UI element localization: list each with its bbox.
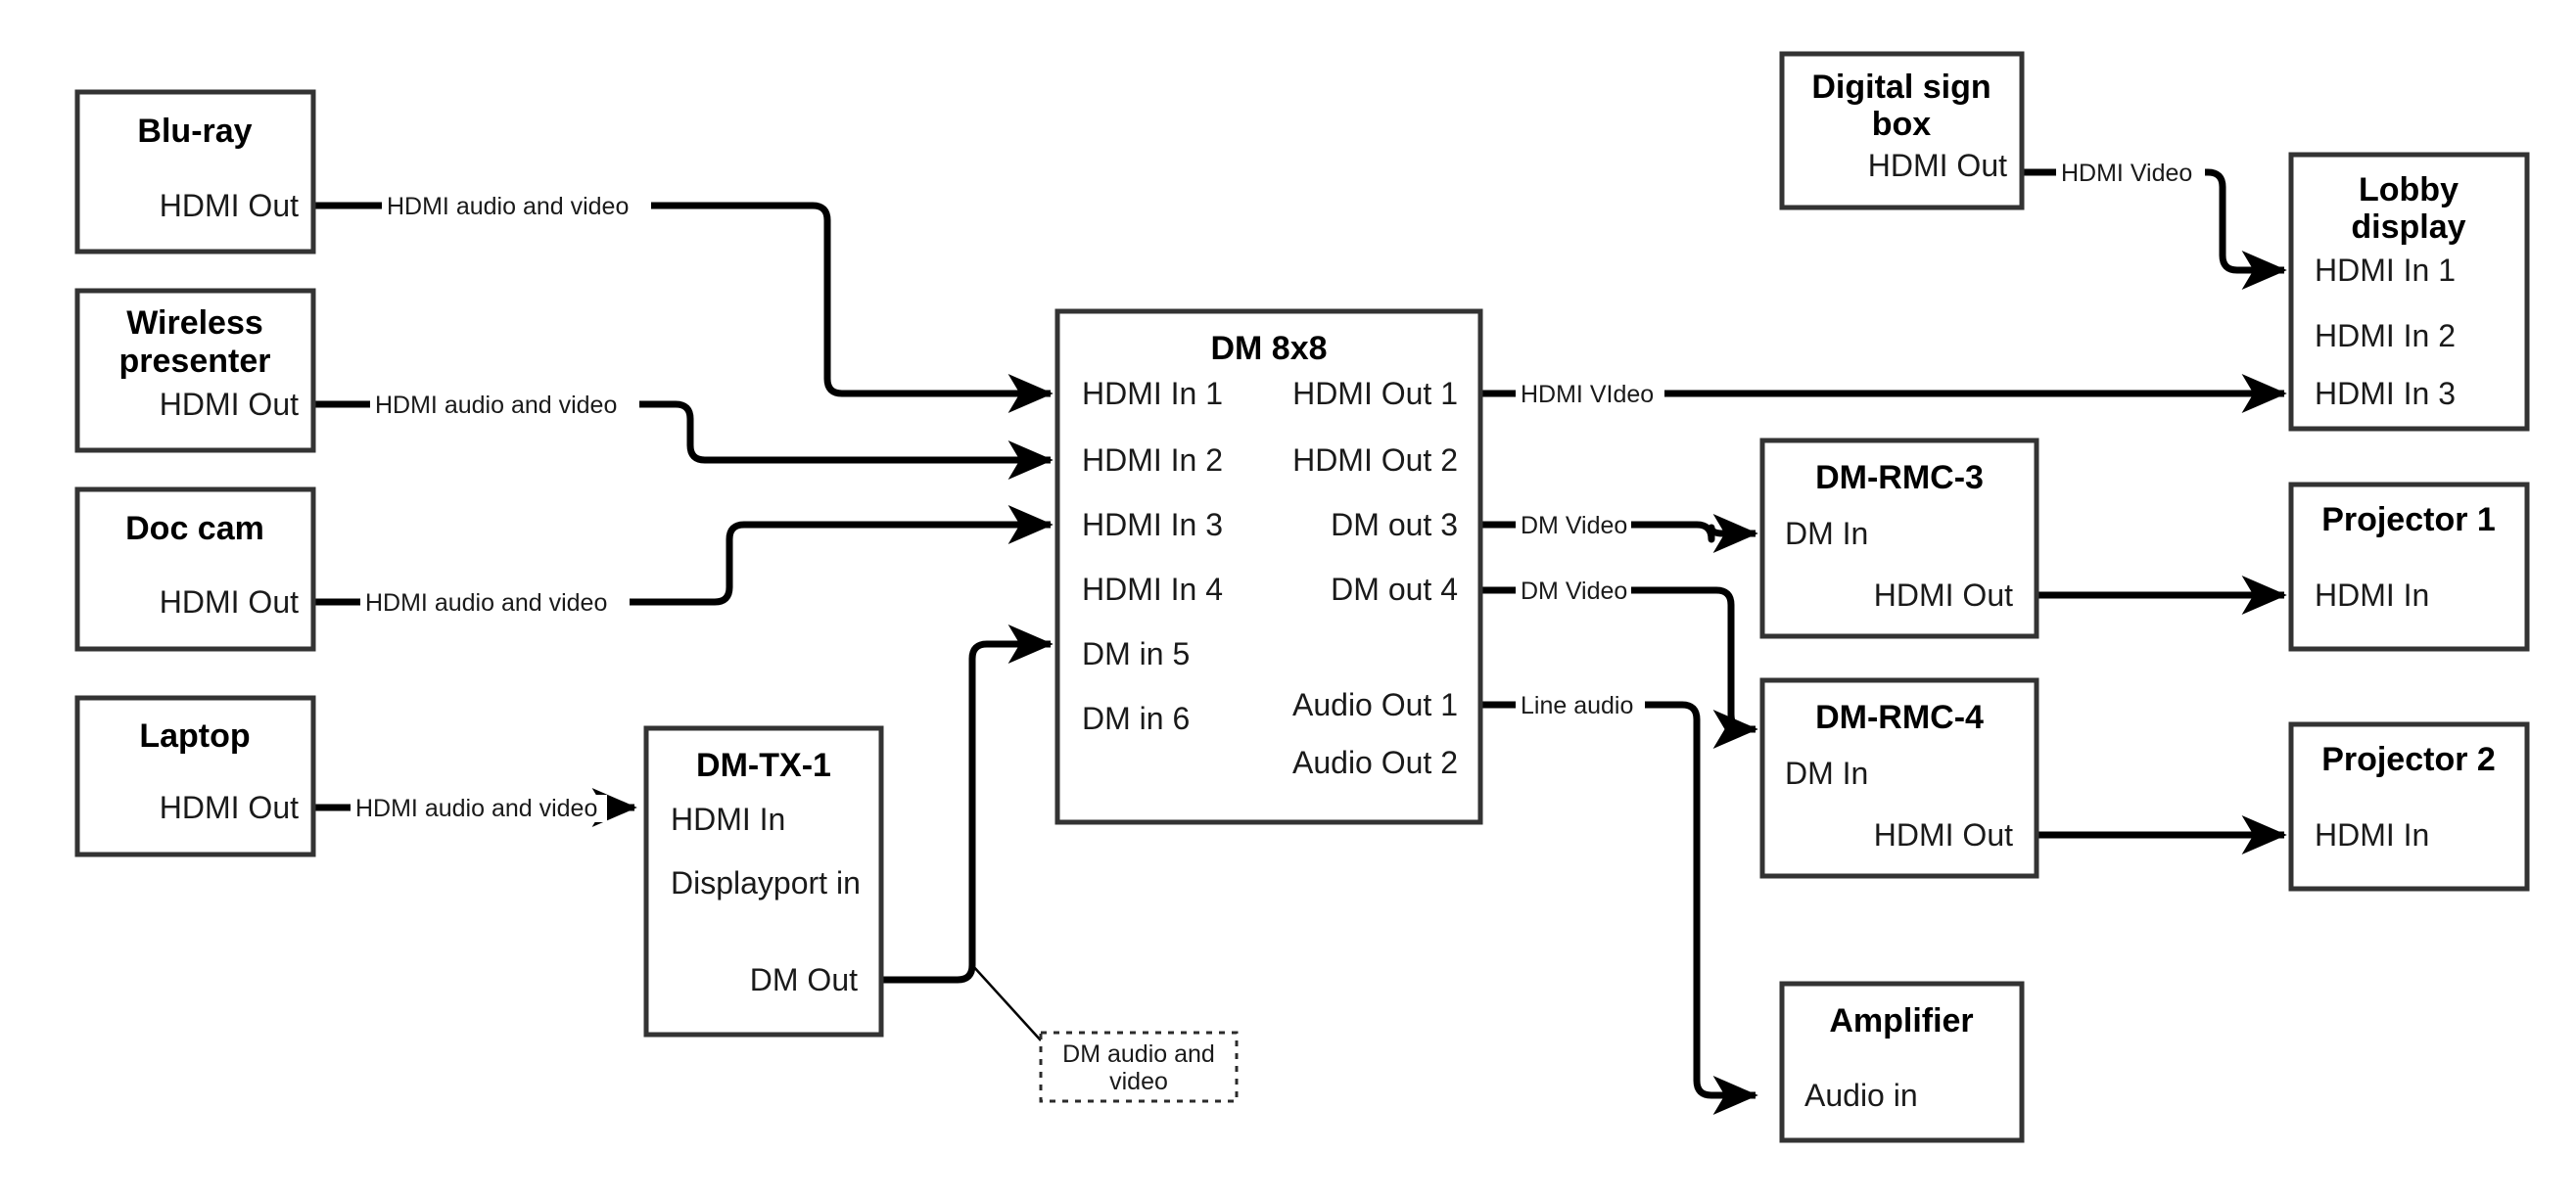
node-projector-1-title: Projector 1 — [2321, 501, 2496, 538]
node-dm-rmc-4-title: DM-RMC-4 — [1815, 699, 1984, 736]
edge-label-doccam: HDMI audio and video — [365, 589, 607, 617]
node-wireless-presenter-title-line2: presenter — [119, 343, 271, 380]
port-digital-sign-box-hdmi-out: HDMI Out — [1868, 148, 2007, 183]
port-projector-1-hdmi-in: HDMI In — [2315, 577, 2429, 613]
link-sign-to-lobby: HDMI Video — [2022, 160, 2287, 290]
port-projector-2-hdmi-in: HDMI In — [2315, 817, 2429, 853]
link-dm8x8-audioout1-to-amplifier: Line audio — [1480, 692, 1758, 1115]
node-dm-tx-1[interactable]: DM-TX-1 HDMI In Displayport in DM Out — [643, 725, 884, 1038]
edge-label-sign-hdmi-video: HDMI Video — [2061, 160, 2192, 187]
port-doc-cam-hdmi-out: HDMI Out — [160, 584, 299, 620]
node-lobby-display-title-line1: Lobby — [2359, 171, 2459, 208]
callout-dm-audio-and-video-line1: DM audio and — [1062, 1040, 1215, 1068]
port-blu-ray-hdmi-out: HDMI Out — [160, 188, 299, 223]
link-doccam-to-dm8x8: HDMI audio and video — [313, 505, 1054, 617]
edge-label-dm-video-4: DM Video — [1521, 577, 1627, 605]
port-dm-tx-1-hdmi-in: HDMI In — [671, 802, 785, 837]
node-dm-rmc-3-rect[interactable] — [1759, 438, 2039, 639]
node-projector-1[interactable]: Projector 1 HDMI In — [2288, 482, 2530, 652]
node-wireless-presenter-rect[interactable] — [74, 288, 316, 453]
port-dm-8x8-dm-out-4: DM out 4 — [1331, 572, 1458, 607]
node-dm-rmc-4-rect[interactable] — [1759, 677, 2039, 879]
link-dmtx1-to-dm8x8 — [881, 624, 1054, 984]
node-lobby-display-rect[interactable] — [2288, 152, 2530, 432]
link-wireless-to-dm8x8: HDMI audio and video — [313, 392, 1054, 480]
port-dm-8x8-hdmi-in-3: HDMI In 3 — [1082, 507, 1223, 542]
link-bluray-to-dm8x8: HDMI audio and video HDMI audio and vide… — [313, 192, 1054, 413]
node-digital-sign-box[interactable]: Digital sign box HDMI Out — [1779, 51, 2025, 210]
port-lobby-display-hdmi-in-3: HDMI In 3 — [2315, 376, 2456, 411]
port-dm-rmc-4-hdmi-out: HDMI Out — [1874, 817, 2013, 853]
node-amplifier-title: Amplifier — [1829, 1002, 1973, 1039]
node-digital-sign-box-title-line2: box — [1872, 106, 1932, 143]
node-amplifier[interactable]: Amplifier Audio in — [1779, 981, 2025, 1143]
link-dm8x8-dmout4-to-rmc4: DM Video — [1480, 577, 1758, 749]
port-dm-8x8-hdmi-in-4: HDMI In 4 — [1082, 572, 1223, 607]
node-digital-sign-box-title-line1: Digital sign — [1811, 69, 1991, 106]
link-dm8x8-hdmiout1-to-lobby: HDMI VIdeo — [1480, 374, 2287, 413]
node-doc-cam-rect[interactable] — [74, 486, 316, 652]
port-wireless-presenter-hdmi-out: HDMI Out — [160, 387, 299, 422]
port-dm-8x8-hdmi-in-1: HDMI In 1 — [1082, 376, 1223, 411]
node-doc-cam-title: Doc cam — [125, 510, 264, 547]
node-blu-ray-title: Blu-ray — [137, 113, 252, 150]
edge-label-laptop: HDMI audio and video — [355, 795, 597, 822]
port-laptop-hdmi-out: HDMI Out — [160, 790, 299, 825]
node-wireless-presenter[interactable]: Wireless presenter HDMI Out — [74, 288, 316, 453]
edge-label-bluray-text: HDMI audio and video — [387, 193, 629, 220]
port-dm-8x8-hdmi-in-2: HDMI In 2 — [1082, 442, 1223, 478]
callout-dm-audio-and-video-rect — [1039, 1031, 1239, 1103]
node-dm-8x8-title: DM 8x8 — [1210, 330, 1327, 367]
port-dm-8x8-audio-out-1: Audio Out 1 — [1292, 687, 1458, 722]
node-projector-2[interactable]: Projector 2 HDMI In — [2288, 721, 2530, 892]
port-dm-8x8-dm-out-3: DM out 3 — [1331, 507, 1458, 542]
node-dm-tx-1-rect[interactable] — [643, 725, 884, 1038]
port-dm-8x8-hdmi-out-2: HDMI Out 2 — [1292, 442, 1458, 478]
node-lobby-display[interactable]: Lobby display HDMI In 1 HDMI In 2 HDMI I… — [2288, 152, 2530, 432]
callout-dm-audio-and-video: DM audio and video — [1039, 1031, 1239, 1103]
node-amplifier-rect[interactable] — [1779, 981, 2025, 1143]
port-dm-tx-1-displayport-in: Displayport in — [671, 865, 861, 901]
callout-leader-dm-audio-video — [971, 964, 1042, 1041]
node-projector-2-rect[interactable] — [2288, 721, 2530, 892]
callout-dm-audio-and-video-line2: video — [1109, 1068, 1168, 1095]
node-dm-rmc-4[interactable]: DM-RMC-4 DM In HDMI Out — [1759, 677, 2039, 879]
link-laptop-to-dmtx1: HDMI audio and video — [313, 788, 637, 827]
port-dm-rmc-4-dm-in: DM In — [1785, 756, 1868, 791]
node-projector-1-rect[interactable] — [2288, 482, 2530, 652]
edge-label-hdmi-video-out1: HDMI VIdeo — [1521, 381, 1654, 408]
port-dm-rmc-3-hdmi-out: HDMI Out — [1874, 577, 2013, 613]
node-laptop-rect[interactable] — [74, 695, 316, 857]
port-dm-rmc-3-dm-in: DM In — [1785, 516, 1868, 551]
link-dm8x8-dmout3-to-rmc3: DM Video — [1480, 512, 1758, 553]
node-lobby-display-title-line2: display — [2351, 208, 2465, 246]
node-projector-2-title: Projector 2 — [2321, 741, 2496, 778]
port-lobby-display-hdmi-in-1: HDMI In 1 — [2315, 253, 2456, 288]
node-blu-ray[interactable]: Blu-ray HDMI Out — [74, 89, 316, 254]
node-digital-sign-box-rect[interactable] — [1779, 51, 2025, 210]
port-dm-8x8-hdmi-out-1: HDMI Out 1 — [1292, 376, 1458, 411]
node-blu-ray-rect[interactable] — [74, 89, 316, 254]
port-dm-8x8-audio-out-2: Audio Out 2 — [1292, 745, 1458, 780]
node-dm-8x8[interactable]: DM 8x8 HDMI In 1 HDMI In 2 HDMI In 3 HDM… — [1054, 308, 1483, 825]
edge-label-line-audio: Line audio — [1521, 692, 1633, 719]
port-amplifier-audio-in: Audio in — [1804, 1078, 1918, 1113]
port-dm-8x8-dm-in-6: DM in 6 — [1082, 701, 1190, 736]
node-dm-rmc-3[interactable]: DM-RMC-3 DM In HDMI Out — [1759, 438, 2039, 639]
port-dm-8x8-dm-in-5: DM in 5 — [1082, 636, 1190, 671]
edge-label-wireless: HDMI audio and video — [375, 392, 617, 419]
node-doc-cam[interactable]: Doc cam HDMI Out — [74, 486, 316, 652]
node-laptop-title: Laptop — [139, 717, 250, 755]
port-dm-tx-1-dm-out: DM Out — [750, 962, 858, 997]
node-dm-tx-1-title: DM-TX-1 — [696, 747, 831, 784]
node-dm-8x8-rect[interactable] — [1054, 308, 1483, 825]
node-laptop[interactable]: Laptop HDMI Out — [74, 695, 316, 857]
edge-label-dm-video-3: DM Video — [1521, 512, 1627, 539]
node-wireless-presenter-title-line1: Wireless — [126, 304, 263, 342]
node-dm-rmc-3-title: DM-RMC-3 — [1815, 459, 1984, 496]
port-lobby-display-hdmi-in-2: HDMI In 2 — [2315, 318, 2456, 353]
